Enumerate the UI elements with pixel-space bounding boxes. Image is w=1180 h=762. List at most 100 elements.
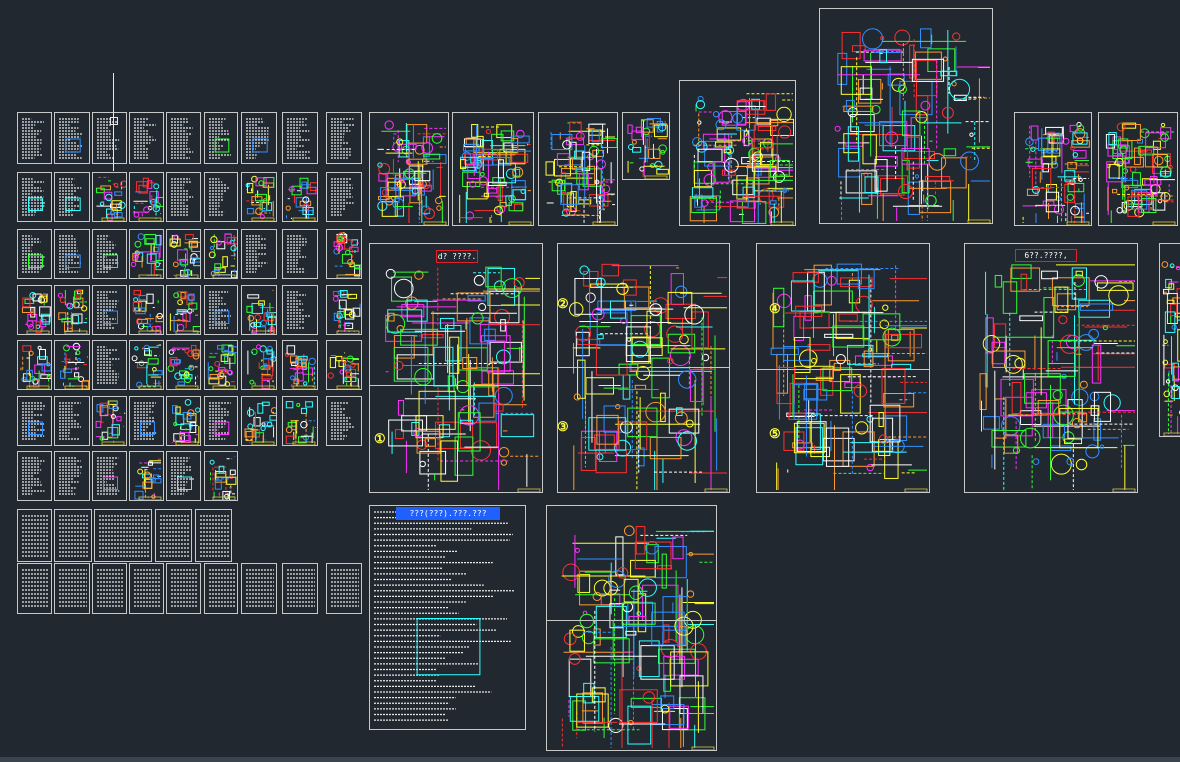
text-sheet[interactable] <box>54 112 90 164</box>
drawing-sheet[interactable] <box>282 396 318 446</box>
drawing-sheet[interactable] <box>282 340 318 390</box>
text-sheet[interactable] <box>282 229 318 279</box>
drawing-sheet[interactable] <box>557 243 730 493</box>
text-sheet[interactable] <box>326 396 362 446</box>
drawing-rect <box>841 31 861 60</box>
drawing-sheet[interactable] <box>538 112 618 226</box>
drawing-sheet[interactable] <box>17 340 52 390</box>
drawing-rect <box>1045 191 1060 213</box>
table-sheet[interactable] <box>241 563 277 614</box>
text-sheet[interactable] <box>17 112 52 164</box>
text-sheet[interactable] <box>92 285 127 335</box>
table-sheet[interactable] <box>54 563 90 614</box>
text-sheet[interactable] <box>17 229 52 279</box>
text-sheet[interactable] <box>17 451 52 501</box>
drawing-sheet[interactable] <box>129 451 164 501</box>
drawing-sheet[interactable] <box>129 172 164 222</box>
text-sheet[interactable] <box>54 172 90 222</box>
drawing-sheet[interactable] <box>241 396 277 446</box>
text-sheet[interactable] <box>204 285 238 335</box>
drawing-sheet[interactable] <box>326 229 362 279</box>
drawing-sheet[interactable] <box>241 172 277 222</box>
drawing-sheet[interactable] <box>17 285 52 335</box>
drawing-sheet[interactable] <box>166 340 201 390</box>
drawing-sheet[interactable] <box>326 285 362 335</box>
drawing-sheet[interactable] <box>241 340 277 390</box>
table-sheet[interactable] <box>17 563 52 614</box>
table-sheet[interactable] <box>17 509 52 562</box>
drawing-sheet[interactable] <box>756 243 930 493</box>
text-sheet[interactable] <box>326 172 362 222</box>
drawing-sheet[interactable] <box>204 340 238 390</box>
text-sheet[interactable] <box>241 112 277 164</box>
text-sheet[interactable] <box>54 229 90 279</box>
table-sheet[interactable] <box>155 509 192 562</box>
drawing-rect <box>635 526 646 555</box>
drawing-rect <box>510 135 530 144</box>
text-sheet[interactable] <box>17 396 52 446</box>
text-sheet[interactable] <box>282 112 318 164</box>
table-sheet[interactable] <box>54 509 92 562</box>
drawing-sheet[interactable] <box>92 172 127 222</box>
drawing-sheet[interactable] <box>452 112 534 226</box>
drawing-rect <box>648 148 661 159</box>
text-sheet[interactable] <box>54 451 90 501</box>
drawing-sheet[interactable] <box>282 172 318 222</box>
text-sheet[interactable] <box>92 451 127 501</box>
drawing-sheet[interactable] <box>679 80 796 226</box>
drawing-sheet[interactable] <box>241 285 277 335</box>
table-sheet[interactable] <box>204 563 238 614</box>
drawing-sheet[interactable] <box>54 285 90 335</box>
drawing-rect <box>188 240 198 248</box>
drawing-sheet[interactable] <box>54 340 90 390</box>
drawing-sheet[interactable] <box>129 285 164 335</box>
drawing-rect <box>100 185 111 191</box>
drawing-sheet[interactable] <box>369 112 449 226</box>
drawing-sheet[interactable] <box>819 8 993 224</box>
text-sheet[interactable] <box>326 112 362 164</box>
text-sheet[interactable] <box>369 505 526 730</box>
drawing-sheet[interactable] <box>622 112 670 180</box>
drawing-sheet[interactable] <box>129 340 164 390</box>
table-sheet[interactable] <box>166 563 201 614</box>
table-sheet[interactable] <box>129 563 164 614</box>
text-sheet[interactable] <box>129 396 164 446</box>
table-sheet[interactable] <box>282 563 318 614</box>
drawing-rect <box>1093 391 1112 422</box>
drawing-sheet[interactable] <box>1014 112 1092 226</box>
text-sheet[interactable] <box>54 396 90 446</box>
text-sheet[interactable] <box>166 451 201 501</box>
text-sheet[interactable] <box>204 112 238 164</box>
text-sheet[interactable] <box>166 172 201 222</box>
table-sheet[interactable] <box>195 509 232 562</box>
drawing-sheet[interactable] <box>166 396 201 446</box>
drawing-sheet[interactable] <box>204 229 238 279</box>
drawing-sheet[interactable] <box>964 243 1138 493</box>
text-sheet[interactable] <box>204 172 238 222</box>
drawing-circle <box>952 32 961 41</box>
text-sheet[interactable] <box>166 112 201 164</box>
drawing-sheet[interactable] <box>326 340 362 390</box>
drawing-sheet[interactable] <box>129 229 164 279</box>
drawing-sheet[interactable] <box>546 505 717 751</box>
drawing-rect <box>630 315 661 345</box>
text-sheet[interactable] <box>129 112 164 164</box>
table-sheet[interactable] <box>92 563 127 614</box>
drawing-circle <box>266 421 273 428</box>
table-sheet[interactable] <box>94 509 152 562</box>
drawing-sheet[interactable] <box>166 229 201 279</box>
drawing-sheet[interactable] <box>204 451 238 501</box>
text-sheet[interactable] <box>17 172 52 222</box>
drawing-sheet[interactable] <box>369 243 543 493</box>
text-sheet[interactable] <box>92 229 127 279</box>
text-sheet[interactable] <box>92 340 127 390</box>
text-sheet[interactable] <box>282 285 318 335</box>
drawing-sheet[interactable] <box>1098 112 1178 226</box>
drawing-sheet[interactable] <box>92 396 127 446</box>
drawing-circle <box>835 354 846 365</box>
text-sheet[interactable] <box>241 229 277 279</box>
table-sheet[interactable] <box>326 563 362 614</box>
text-sheet[interactable] <box>204 396 238 446</box>
drawing-sheet[interactable] <box>166 285 201 335</box>
drawing-sheet[interactable] <box>1159 243 1180 437</box>
